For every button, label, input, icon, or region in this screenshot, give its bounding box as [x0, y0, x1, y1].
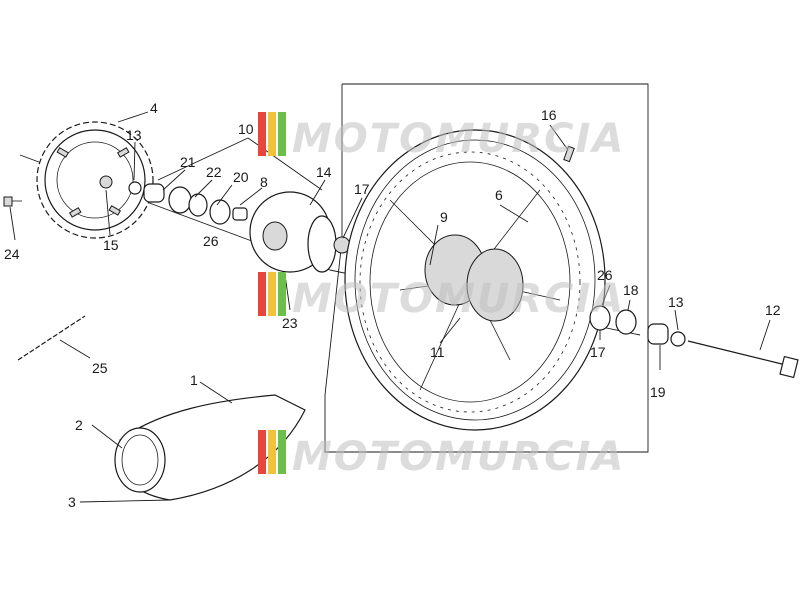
- callout-11: 11: [430, 344, 445, 360]
- drive-chain: [17, 315, 86, 361]
- callout-labels: 1 2 3 4 6 8 9 10 11 12 13 13 14 15 16 17…: [4, 100, 781, 510]
- callout-8: 8: [260, 174, 268, 190]
- watermark-text: MOTOMURCIA: [292, 276, 625, 322]
- rear-sprocket: [36, 121, 154, 239]
- sprocket-carrier: [249, 191, 351, 273]
- callout-13-right: 13: [668, 294, 684, 310]
- valve-stem: [563, 145, 575, 163]
- callout-13-left: 13: [126, 127, 142, 143]
- callout-18: 18: [623, 282, 639, 298]
- right-hub-parts: [589, 305, 686, 347]
- callout-2: 2: [75, 417, 83, 433]
- assembly-frame: [324, 83, 649, 453]
- watermark-text: MOTOMURCIA: [292, 434, 625, 480]
- wheel-hub: [424, 234, 524, 322]
- callout-15: 15: [103, 237, 119, 253]
- callout-21: 21: [180, 154, 196, 170]
- sprocket-bolt: [3, 196, 22, 207]
- watermark-bottom: MOTOMURCIA: [258, 430, 625, 480]
- callout-10: 10: [238, 121, 254, 137]
- callout-25: 25: [92, 360, 108, 376]
- callout-6: 6: [495, 187, 503, 203]
- callout-19: 19: [650, 384, 666, 400]
- callout-16: 16: [541, 107, 557, 123]
- callout-20: 20: [233, 169, 249, 185]
- callout-12: 12: [765, 302, 781, 318]
- callout-23: 23: [282, 315, 298, 331]
- watermark-middle: MOTOMURCIA: [258, 272, 625, 322]
- callout-26-left: 26: [203, 233, 219, 249]
- left-hub-parts: [128, 181, 248, 225]
- callout-14: 14: [316, 164, 332, 180]
- callout-17-right: 17: [590, 344, 606, 360]
- callout-4: 4: [150, 100, 158, 116]
- callout-24: 24: [4, 246, 20, 262]
- tyre: [114, 394, 306, 501]
- watermark-top: MOTOMURCIA: [258, 112, 625, 162]
- callout-1: 1: [190, 372, 198, 388]
- callout-26-right: 26: [597, 267, 613, 283]
- rear-axle: [687, 340, 799, 379]
- watermark-text: MOTOMURCIA: [292, 116, 625, 162]
- callout-17-left: 17: [354, 181, 370, 197]
- callout-3: 3: [68, 494, 76, 510]
- callout-22: 22: [206, 164, 222, 180]
- callout-9: 9: [440, 209, 448, 225]
